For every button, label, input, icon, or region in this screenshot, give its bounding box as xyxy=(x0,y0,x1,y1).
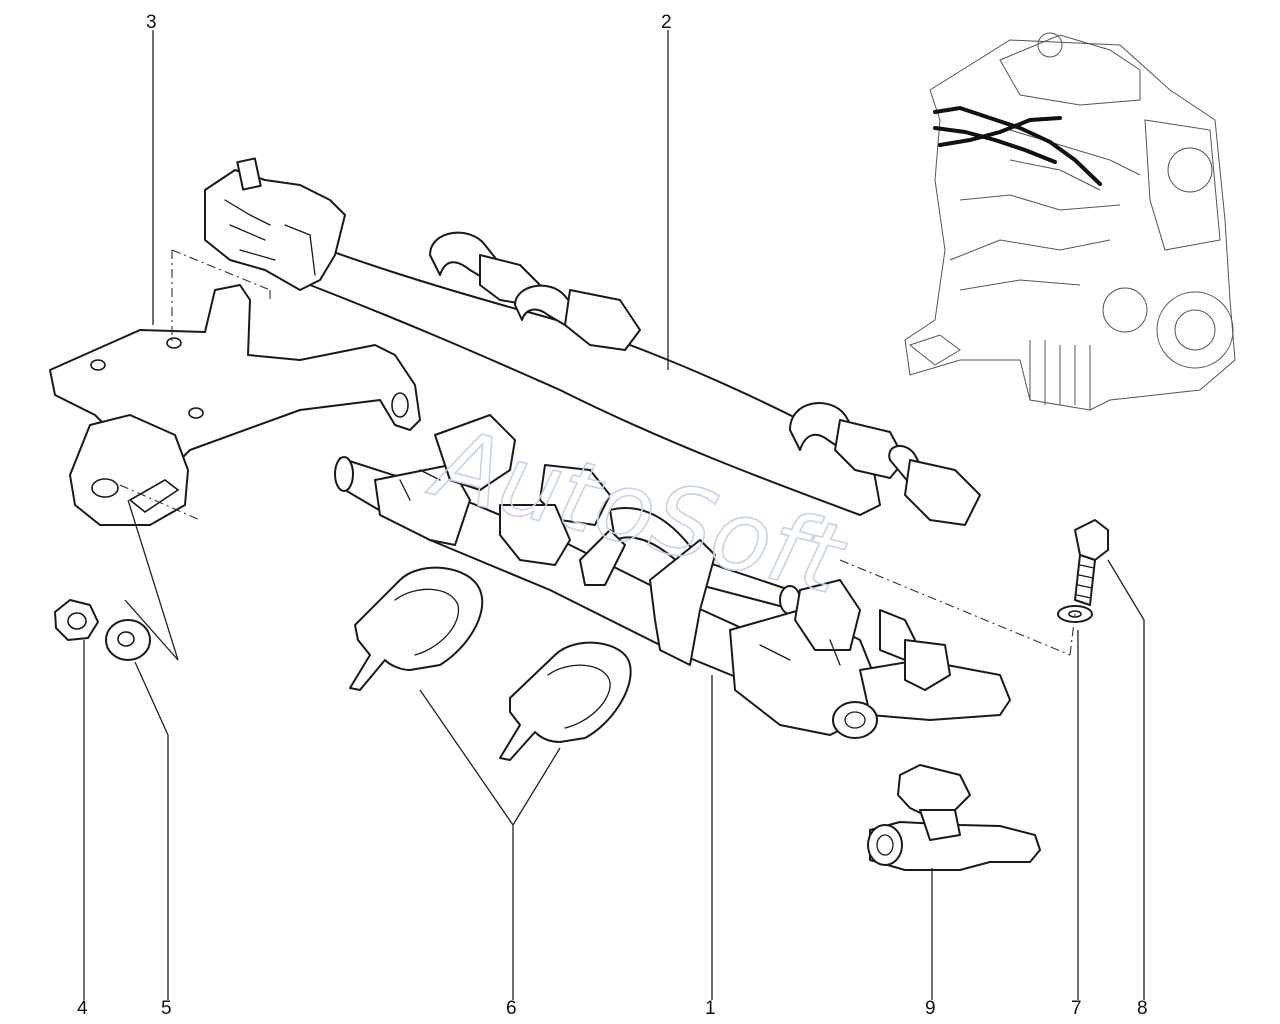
callout-8: 8 xyxy=(1137,998,1148,1019)
injector-part-9 xyxy=(867,764,1041,871)
fuel-rail-part-1 xyxy=(334,414,1011,739)
clip-parts-6 xyxy=(349,566,632,761)
bolt-part-8 xyxy=(1074,519,1109,606)
nut-part-4 xyxy=(54,599,99,641)
bracket-part-3 xyxy=(49,249,421,526)
callout-9: 9 xyxy=(925,998,936,1019)
callout-7: 7 xyxy=(1071,998,1082,1019)
leader-lines xyxy=(83,30,1145,1000)
wiring-harness-part-2 xyxy=(204,157,981,526)
callout-labels: 3 2 4 5 6 1 9 7 8 xyxy=(77,12,1148,1019)
engine-overview-illustration xyxy=(904,32,1236,411)
callout-2: 2 xyxy=(661,12,672,33)
callout-6: 6 xyxy=(506,998,517,1019)
callout-4: 4 xyxy=(77,998,88,1019)
assembly-guide-lines xyxy=(119,484,1076,656)
callout-3: 3 xyxy=(146,12,157,33)
callout-5: 5 xyxy=(161,998,172,1019)
callout-1: 1 xyxy=(705,998,716,1019)
washer-part-5 xyxy=(105,619,151,661)
